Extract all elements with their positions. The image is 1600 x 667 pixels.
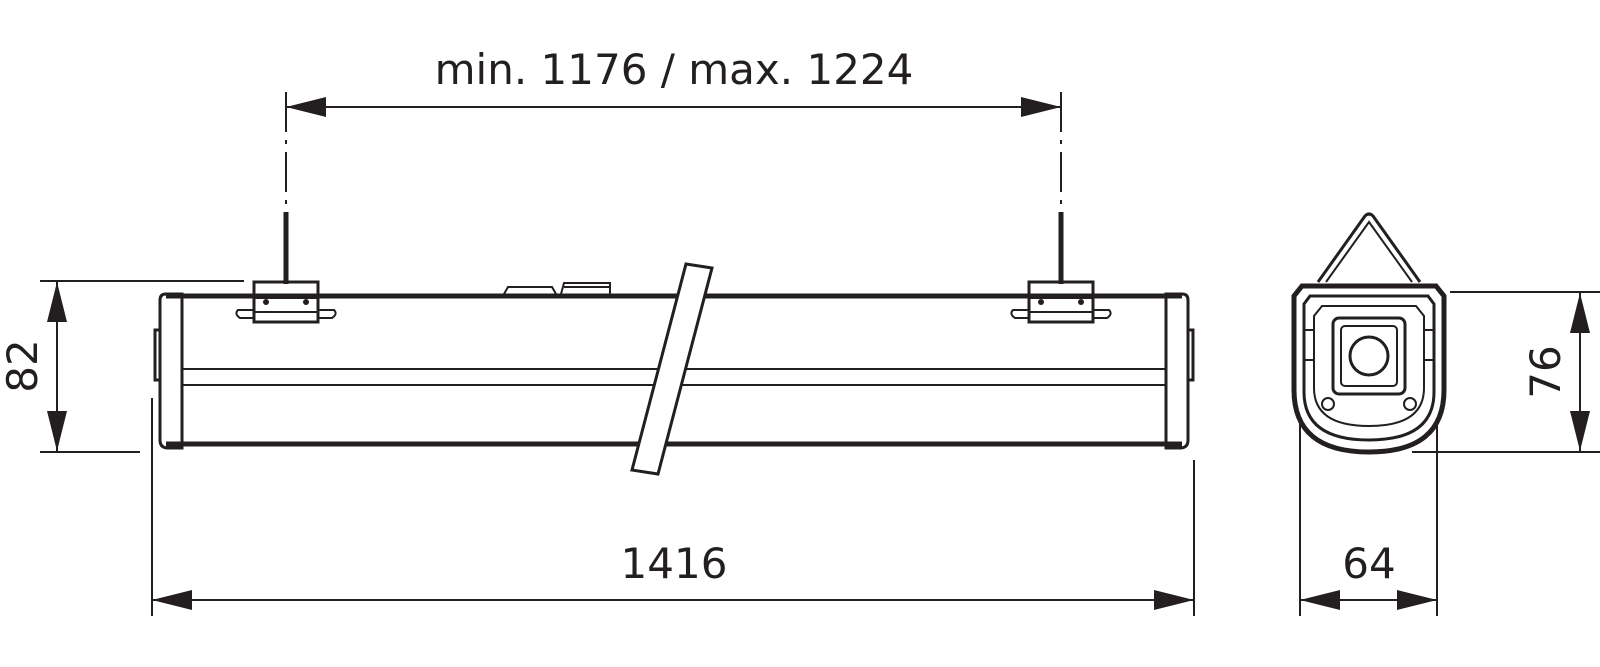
left-mounting-clip — [235, 280, 337, 324]
luminaire-body — [153, 292, 1195, 450]
end-view: 76 64 — [1291, 212, 1600, 616]
end-cap-outline — [1291, 283, 1447, 455]
suspension-spacing-label: min. 1176 / max. 1224 — [435, 45, 914, 94]
left-screw — [1321, 397, 1335, 411]
cable-gland-housing — [1331, 316, 1407, 396]
right-mounting-clip — [1010, 280, 1112, 324]
side-view: min. 1176 / max. 1224 1416 82 — [0, 45, 1195, 616]
cable-gland — [1348, 335, 1390, 377]
width-end-label: 64 — [1342, 539, 1395, 588]
top-connectors — [503, 282, 611, 295]
hanger-bracket — [1316, 212, 1422, 283]
height-end-label: 76 — [1521, 345, 1570, 398]
height-side-label: 82 — [0, 339, 47, 392]
length-label: 1416 — [621, 539, 728, 588]
break-symbol — [630, 262, 714, 476]
right-screw — [1403, 397, 1417, 411]
